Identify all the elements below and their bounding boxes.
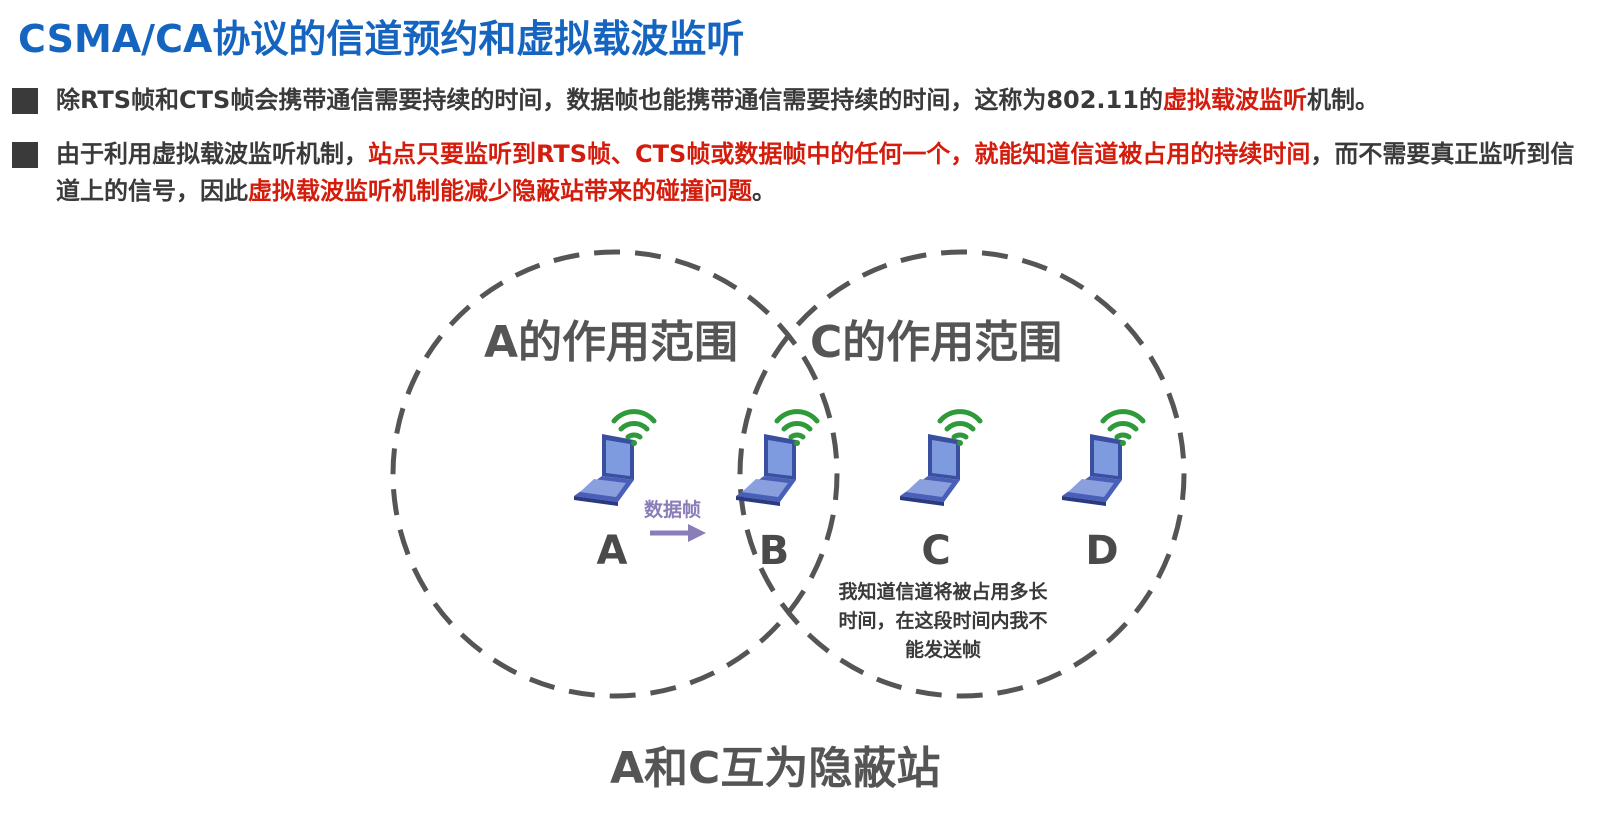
bullet2-highlight-1: 站点只要监听到RTS帧、CTS帧或数据帧中的任何一个，就能知道信道被占用的持续时…	[368, 140, 1311, 168]
conclusion-text: A和C互为隐蔽站	[610, 743, 941, 794]
range-c-label: C的作用范围	[810, 317, 1063, 368]
bullet2-highlight-2: 虚拟载波监听机制能减少隐蔽站带来的碰撞问题	[248, 177, 752, 205]
node-c-label: C	[921, 528, 951, 574]
node-a-label: A	[596, 528, 628, 574]
station-c-note: 我知道信道将被占用多长时间，在这段时间内我不能发送帧	[838, 581, 1048, 661]
range-a-circle	[390, 249, 840, 699]
bullet-square-icon	[12, 142, 38, 168]
laptop-icon	[736, 434, 796, 506]
page-title: CSMA/CA协议的信道预约和虚拟载波监听	[18, 17, 745, 61]
bullet-square-icon	[12, 88, 38, 114]
laptop-icon	[574, 434, 634, 506]
bullet-paragraph-2: 由于利用虚拟载波监听机制，站点只要监听到RTS帧、CTS帧或数据帧中的任何一个，…	[56, 136, 1596, 210]
bullet2-text-2: ，而不需要真正监听到信道上的信号，因此	[56, 140, 1575, 205]
laptop-icon	[1062, 434, 1122, 506]
data-frame-label: 数据帧	[644, 499, 702, 521]
bullet2-text-1: 由于利用虚拟载波监听机制，	[56, 140, 368, 168]
bullet1-text-1: 除RTS帧和CTS帧会携带通信需要持续的时间，数据帧也能携带通信需要持续的时间，…	[56, 86, 1163, 114]
laptop-icon	[900, 434, 960, 506]
arrow-right-icon	[650, 524, 706, 542]
node-d-label: D	[1085, 528, 1119, 574]
range-a-label: A的作用范围	[484, 317, 739, 368]
bullet1-text-2: 机制。	[1306, 86, 1379, 114]
range-c-circle	[737, 249, 1187, 699]
bullet-paragraph-1: 除RTS帧和CTS帧会携带通信需要持续的时间，数据帧也能携带通信需要持续的时间，…	[56, 82, 1596, 119]
bullet2-text-3: 。	[752, 177, 776, 205]
node-b-label: B	[758, 528, 790, 574]
bullet1-highlight: 虚拟载波监听	[1162, 86, 1307, 114]
